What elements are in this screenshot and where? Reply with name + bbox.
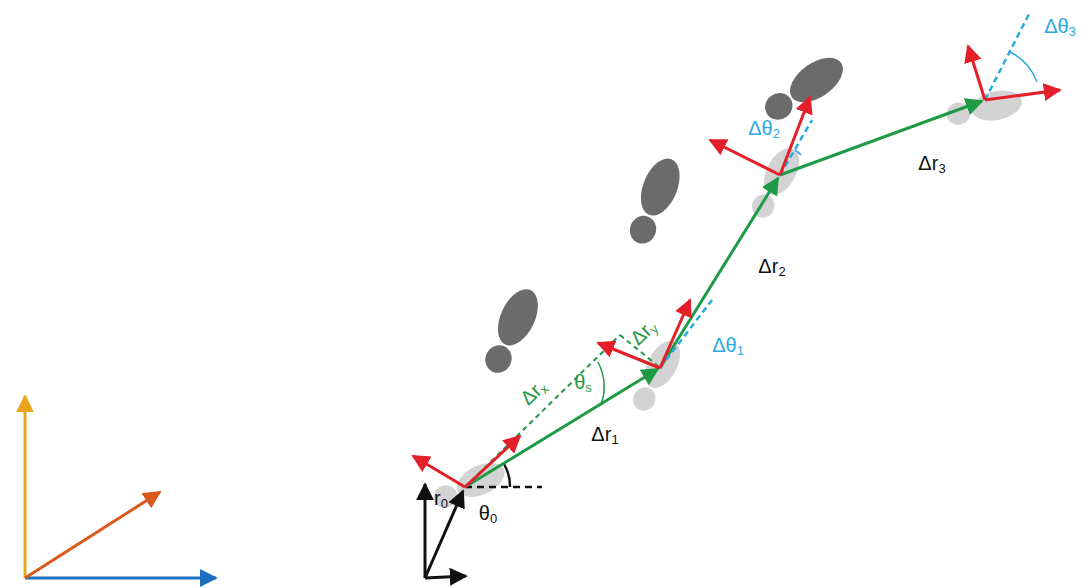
heading-lines <box>660 12 1037 368</box>
vector-label: r0 <box>434 488 448 508</box>
world-frame <box>425 464 542 578</box>
vector-label: Δr1 <box>591 424 618 444</box>
vector-label: θs <box>574 372 592 392</box>
vector-label: Δr2 <box>758 256 785 276</box>
vector-label: Δθ3 <box>1044 16 1076 36</box>
vector-label: Δrx <box>517 376 550 409</box>
light-footprints <box>428 86 1024 515</box>
vector-label: Δθ2 <box>748 118 780 138</box>
vector-label: Δry <box>627 316 660 349</box>
vector-label: θ0 <box>479 503 497 523</box>
step-vectors <box>465 101 982 487</box>
body-frames <box>413 46 1060 487</box>
reference-axes <box>25 396 216 578</box>
dark-footprints <box>477 49 851 379</box>
vector-label: Δr3 <box>918 153 945 173</box>
vector-label: Δθ1 <box>712 335 744 355</box>
